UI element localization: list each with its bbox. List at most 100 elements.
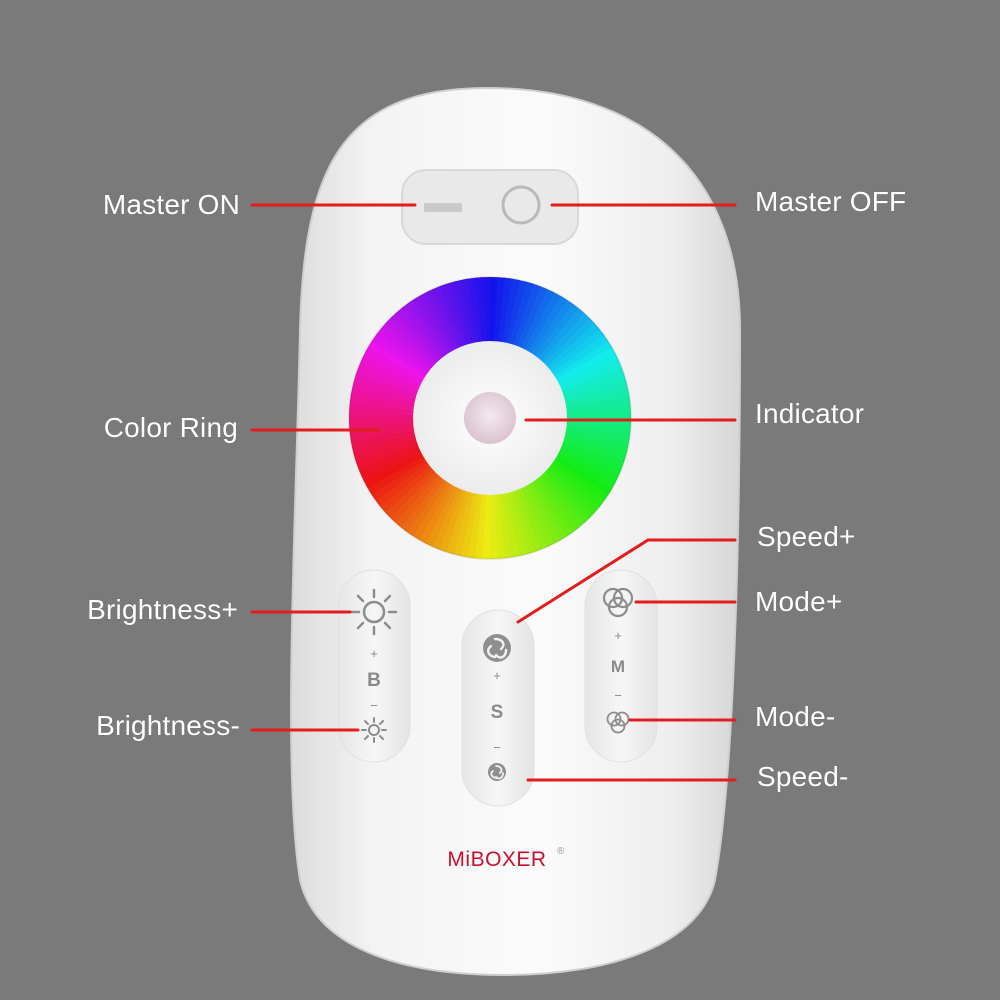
color-ring-segment — [559, 360, 622, 391]
color-ring-segment — [560, 441, 625, 469]
brand-registered-mark: ® — [557, 846, 565, 857]
brightness-key-letter: B — [367, 670, 381, 691]
color-ring-segment — [390, 471, 440, 523]
color-ring-segment — [407, 299, 449, 357]
color-ring-segment — [546, 465, 600, 513]
color-ring-segment — [524, 292, 561, 353]
color-ring-segment — [531, 299, 574, 357]
color-ring-segment — [537, 474, 585, 528]
label-brightness-minus: Brightness- — [96, 710, 240, 741]
color-ring-segment — [509, 281, 534, 346]
color-ring-segment — [385, 318, 437, 368]
label-speed-minus: Speed- — [757, 761, 849, 792]
color-ring-segment — [490, 277, 498, 343]
color-ring-segment — [565, 395, 631, 411]
color-ring[interactable] — [348, 276, 632, 560]
color-ring-segment — [501, 492, 520, 558]
color-ring-segment — [460, 492, 479, 558]
color-ring-segment — [563, 381, 628, 403]
color-ring-segment — [505, 280, 527, 345]
speed-plus-sign: + — [493, 668, 501, 683]
color-ring-segment — [361, 353, 423, 388]
color-ring-segment — [559, 445, 622, 476]
color-ring-segment — [517, 286, 548, 349]
color-ring-segment — [497, 493, 513, 559]
label-master-off: Master OFF — [755, 186, 907, 217]
brightness-minus-sign: − — [370, 698, 378, 713]
master-on-button[interactable] — [424, 203, 462, 212]
color-ring-segment — [557, 448, 619, 483]
callout-line-speed-plus — [516, 538, 737, 624]
brand-logo: MiBOXER — [447, 848, 546, 871]
color-ring-segment — [540, 471, 590, 524]
speed-minus-button[interactable] — [488, 763, 506, 781]
label-speed-plus: Speed+ — [757, 521, 856, 552]
color-ring-segment — [562, 437, 627, 462]
color-ring-segment — [562, 374, 627, 399]
color-ring-segment — [489, 493, 498, 559]
color-ring-segment — [350, 388, 416, 407]
label-mode-plus: Mode+ — [755, 586, 843, 617]
color-ring-segment — [555, 347, 616, 384]
label-mode-minus: Mode- — [755, 701, 836, 732]
color-ring-segment — [560, 367, 625, 395]
color-ring-segment — [352, 433, 417, 455]
color-ring-segment — [358, 360, 421, 391]
color-ring-segment — [384, 468, 437, 518]
color-ring-segment — [358, 445, 421, 476]
swirl-large-icon — [483, 634, 511, 662]
color-ring-segment — [551, 459, 609, 502]
color-ring-segment — [371, 459, 429, 501]
color-ring-segment — [446, 490, 471, 555]
color-ring-segment — [482, 493, 490, 559]
label-brightness-plus: Brightness+ — [87, 594, 238, 625]
color-ring-segment — [467, 493, 483, 559]
label-color-ring: Color Ring — [103, 412, 238, 443]
color-ring-segment — [353, 437, 418, 462]
mode-minus-sign: − — [614, 688, 622, 703]
mode-circles-small-icon — [606, 711, 630, 734]
color-ring-segment — [528, 295, 568, 355]
color-ring-segment — [425, 485, 460, 547]
color-ring-segment — [400, 476, 446, 533]
master-off-button[interactable] — [501, 185, 541, 225]
color-ring-segment — [439, 283, 467, 348]
indicator-light — [464, 392, 516, 444]
color-ring-segment — [543, 468, 595, 518]
color-ring-segment — [355, 367, 420, 395]
color-ring-segment — [375, 462, 431, 507]
color-ring-segment — [513, 283, 541, 348]
top-button-recess — [401, 169, 579, 245]
speed-pill — [461, 609, 535, 807]
color-ring-segment — [406, 479, 449, 537]
color-ring-segment — [501, 278, 520, 344]
color-ring-segment — [531, 479, 573, 537]
color-ring-segment — [505, 491, 527, 556]
color-ring-segment — [540, 313, 590, 365]
color-ring-rim — [348, 276, 632, 560]
swirl-small-icon — [488, 763, 506, 781]
brightness-plus-button[interactable] — [350, 588, 398, 636]
color-ring-segment — [419, 292, 456, 353]
mode-minus-button[interactable] — [606, 711, 630, 734]
sun-large-icon — [350, 588, 398, 636]
color-ring-segment — [493, 277, 506, 343]
color-ring-segment — [497, 277, 513, 343]
color-ring-segment — [446, 281, 471, 346]
color-ring-segment — [367, 455, 427, 495]
color-ring-segment — [364, 347, 425, 384]
color-ring-segment — [565, 410, 631, 419]
mode-pill — [584, 569, 658, 763]
color-ring-segment — [395, 308, 443, 362]
mode-plus-button[interactable] — [602, 587, 634, 618]
brightness-minus-button[interactable] — [361, 717, 387, 743]
color-ring-segment — [564, 388, 630, 407]
color-ring-segment — [537, 308, 585, 362]
color-ring-segment — [548, 462, 605, 508]
color-ring-segment — [557, 353, 619, 388]
color-ring-segment — [350, 429, 416, 448]
speed-plus-button[interactable] — [483, 634, 511, 662]
color-ring-segment — [419, 483, 456, 544]
